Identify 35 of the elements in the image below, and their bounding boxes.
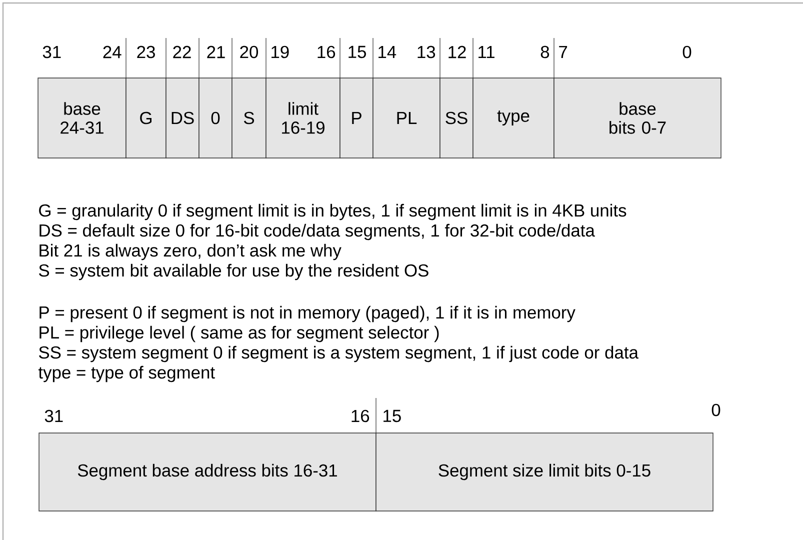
field-cell: SS: [440, 78, 474, 158]
field-cell: S: [232, 78, 266, 158]
bit-number: 15: [348, 46, 366, 58]
bit-number: 24: [103, 46, 122, 58]
bit-number: 12: [448, 46, 466, 58]
bit-number: 0: [712, 404, 720, 416]
field-cell: 0: [198, 78, 232, 158]
bit-number: 16: [352, 410, 370, 422]
description-text: P = present 0 if segment is not in memory (paged), 1 if it is in memory: [40, 306, 576, 322]
description-text: DS = default size 0 for 16-bit code/data segments, 1 for 32-bit code/data: [40, 224, 595, 240]
bit-number: 7: [559, 46, 568, 58]
bit-number: 0: [682, 46, 692, 58]
bit-number: 13: [418, 46, 436, 58]
bit-number: 20: [240, 46, 258, 58]
bit-number: 23: [137, 46, 155, 58]
description-text: G = granularity 0 if segment limit is in bytes, 1 if segment limit is in 4KB units: [39, 204, 626, 220]
bit-number: 21: [207, 46, 225, 58]
bit-number: 31: [42, 46, 61, 58]
bit-number: 15: [384, 410, 401, 422]
bit-number: 19: [272, 46, 289, 58]
bit-number: 11: [478, 46, 494, 58]
field-cell: G: [126, 78, 166, 158]
field-cell: Segment base address bits 16-31: [38, 432, 376, 512]
description-text: PL = privilege level ( same as for segment selector ): [40, 326, 439, 342]
description-text: Bit 21 is always zero, don’t ask me why: [40, 244, 342, 260]
bit-number: 16: [318, 46, 336, 58]
bit-number: 14: [378, 46, 396, 58]
bit-number: 8: [540, 46, 550, 58]
description-text: type = type of segment: [38, 366, 215, 382]
field-cell: P: [340, 78, 374, 158]
bit-number: 22: [173, 46, 191, 58]
description-text: S = system bit available for use by the resident OS: [39, 264, 428, 280]
description-text: SS = system segment 0 if segment is a system segment, 1 if just code or data: [39, 346, 638, 362]
field-cell: Segment size limit bits 0-15: [376, 432, 714, 512]
field-cell: DS: [166, 78, 200, 158]
